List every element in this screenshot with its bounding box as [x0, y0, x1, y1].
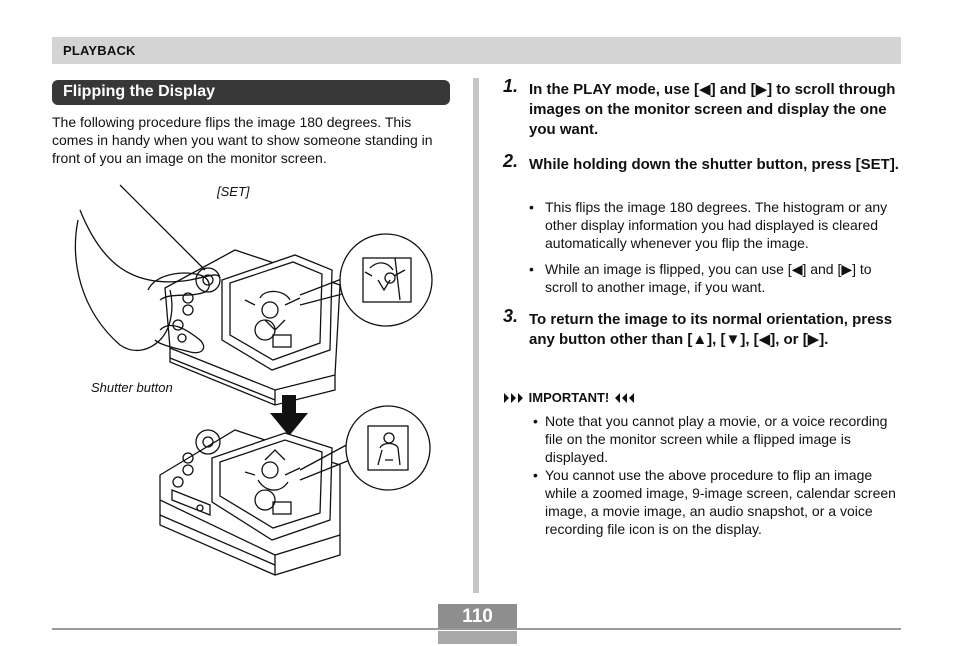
important-label: IMPORTANT!	[528, 390, 610, 405]
step-number: 1.	[503, 76, 519, 96]
step-text: In the PLAY mode, use [◀] and [▶] to scr…	[529, 81, 896, 138]
bullet-icon: •	[533, 467, 538, 483]
intro-paragraph: The following procedure flips the image …	[52, 114, 433, 166]
section-title: Flipping the Display	[63, 83, 216, 100]
bullet-icon: •	[529, 261, 534, 277]
bullet-text: While an image is flipped, you can use […	[545, 261, 872, 295]
column-divider	[473, 78, 479, 593]
set-button-label: [SET]	[217, 184, 250, 199]
step-3: 3. To return the image to its normal ori…	[503, 306, 903, 350]
section-title-bar: Flipping the Display	[52, 80, 450, 105]
bullet-icon: •	[533, 413, 538, 429]
bullet-text: This flips the image 180 degrees. The hi…	[545, 199, 888, 251]
header-bar: PLAYBACK	[52, 37, 901, 64]
list-item: • While an image is flipped, you can use…	[529, 260, 901, 296]
step-2: 2. While holding down the shutter button…	[503, 151, 903, 175]
list-item: • Note that you cannot play a movie, or …	[533, 412, 903, 466]
note-text: Note that you cannot play a movie, or a …	[545, 413, 888, 465]
step-text: While holding down the shutter button, p…	[529, 156, 899, 173]
important-right-icon	[614, 393, 634, 403]
step-2-bullets: • This flips the image 180 degrees. The …	[529, 198, 901, 296]
important-left-icon	[504, 393, 523, 403]
step-1: 1. In the PLAY mode, use [◀] and [▶] to …	[503, 76, 903, 140]
page-number-box: 110	[438, 604, 517, 644]
step-number: 3.	[503, 306, 519, 326]
list-item: • You cannot use the above procedure to …	[533, 466, 903, 538]
camera-illustration	[60, 180, 440, 605]
header-label: PLAYBACK	[63, 43, 136, 58]
list-item: • This flips the image 180 degrees. The …	[529, 198, 901, 252]
important-notes: • Note that you cannot play a movie, or …	[533, 412, 903, 538]
step-text: To return the image to its normal orient…	[529, 311, 893, 348]
important-heading: IMPORTANT!	[503, 390, 635, 406]
step-number: 2.	[503, 151, 519, 171]
bullet-icon: •	[529, 199, 534, 215]
note-text: You cannot use the above procedure to fl…	[545, 467, 896, 537]
footer-rule	[52, 628, 901, 630]
shutter-button-label: Shutter button	[91, 380, 173, 395]
page-number: 110	[462, 606, 493, 627]
